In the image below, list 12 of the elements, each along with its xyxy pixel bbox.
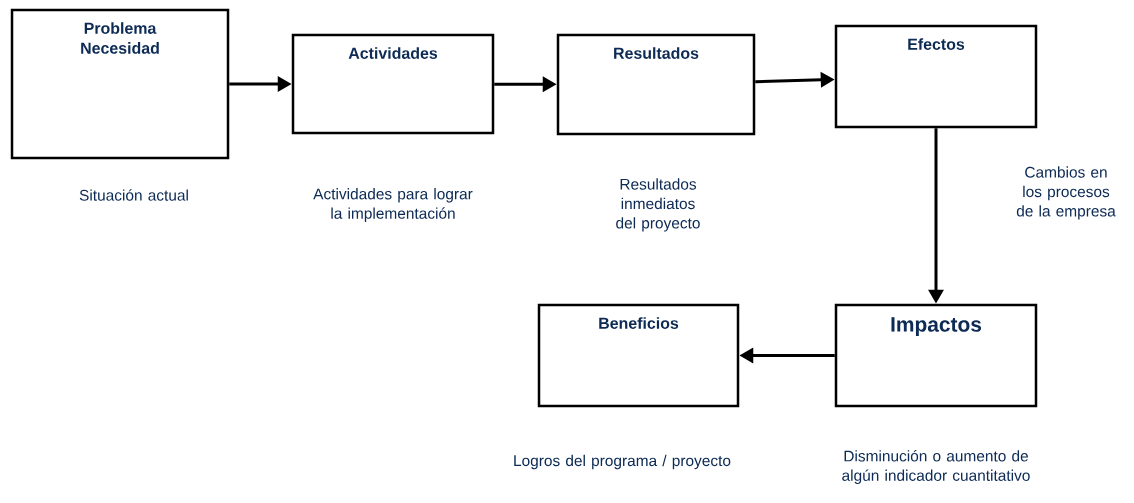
process-box: Impactos	[834, 303, 1038, 408]
caption-text: Cambios en los procesos de la empresa	[1016, 166, 1116, 220]
process-box: Beneficios	[537, 303, 740, 408]
caption-text: Disminución o aumento de algún indicador cuantitativo	[842, 450, 1030, 484]
caption-text: Logros del programa / proyecto	[514, 454, 731, 470]
caption-text: Actividades para lograr la implementación	[313, 188, 473, 222]
caption-text: Resultados inmediatos del proyecto	[616, 178, 700, 232]
process-box: Problema Necesidad	[10, 8, 230, 160]
process-box: Efectos	[834, 24, 1038, 129]
process-box: Resultados	[556, 33, 756, 136]
process-box: Actividades	[291, 33, 495, 135]
caption-text: Situación actual	[79, 189, 188, 201]
